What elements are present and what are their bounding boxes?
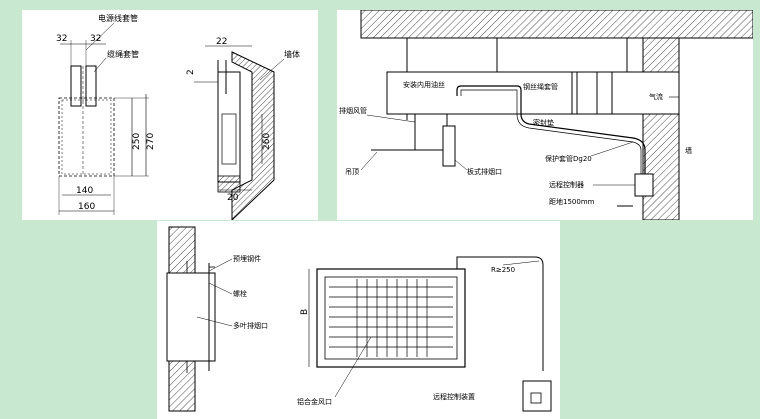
label-steel-tube: 钢丝绳套管 (523, 82, 558, 91)
outlet-face-drawing: 预埋钢件 螺栓 多叶排烟口 B 铝合金风口 (166, 226, 552, 412)
side-view-body (217, 71, 241, 183)
dim-270: 270 (146, 133, 156, 150)
label-radius: R≥250 (491, 266, 515, 274)
plate-outlet-shape (442, 125, 456, 167)
dim-140: 140 (76, 186, 93, 196)
installation-section-drawing: 安装内用油丝 钢丝绳套管 排烟风管 气流 密封垫 保护套管Dg20 墙 吊顶 板… (339, 10, 753, 220)
label-ceiling: 吊顶 (345, 168, 359, 176)
power-tube-shape (70, 65, 82, 107)
dim-right-32: 32 (90, 34, 101, 44)
label-remote-controller: 远程控制器 (549, 180, 584, 189)
dim-260: 260 (262, 133, 272, 150)
label-wall-2: 墙 (685, 146, 692, 155)
outlet-grille (329, 279, 453, 357)
panel-outlet-dimensions: 32 32 电源线套管 缆绳套管 250 270 140 160 22 墙体 2 (22, 10, 318, 220)
dim-20: 20 (227, 193, 239, 203)
outlet-dimension-drawing: 32 32 电源线套管 缆绳套管 250 270 140 160 22 墙体 2 (56, 13, 300, 220)
label-embedded-part: 预埋钢件 (233, 254, 261, 263)
remote-device-box (522, 380, 552, 412)
label-height-note: 距地1500mm (549, 197, 595, 206)
dim-b: B (300, 309, 310, 315)
panel-installation-section: 安装内用油丝 钢丝绳套管 排烟风管 气流 密封垫 保护套管Dg20 墙 吊顶 板… (337, 10, 753, 220)
cable-tube-path (456, 85, 646, 186)
dim-22: 22 (216, 37, 227, 47)
front-view-outline (58, 97, 115, 177)
label-remote-device: 远程控制装置 (433, 392, 475, 401)
label-wall-1: 墙体 (284, 49, 300, 59)
smoke-duct (386, 71, 680, 115)
dim-160: 160 (78, 202, 95, 212)
label-plate-outlet: 板式排烟口 (467, 167, 502, 176)
dim-250: 250 (132, 133, 142, 150)
label-protective-tube: 保护套管Dg20 (545, 154, 592, 163)
label-bolt: 螺栓 (233, 289, 247, 298)
label-cable-fixing: 安装内用油丝 (403, 80, 445, 89)
label-power-tube: 电源线套管 (98, 13, 138, 23)
label-smoke-duct: 排烟风管 (339, 106, 367, 115)
ceiling-slab (360, 10, 753, 39)
remote-cable (456, 256, 544, 371)
alloy-outlet-face (316, 268, 466, 368)
label-multi-blade-outlet: 多叶排烟口 (233, 321, 268, 330)
label-airflow: 气流 (649, 92, 663, 101)
panel-outlet-face: 预埋钢件 螺栓 多叶排烟口 B 铝合金风口 (157, 221, 560, 419)
label-cable-tube: 缆绳套管 (107, 49, 139, 59)
dim-2: 2 (186, 69, 196, 75)
label-seal: 密封垫 (533, 118, 554, 127)
label-alloy-outlet: 铝合金风口 (297, 397, 332, 406)
dim-left-32: 32 (56, 34, 67, 44)
cable-tube-shape (85, 65, 97, 107)
multi-blade-outlet-shape (166, 272, 216, 362)
remote-controller-box (634, 173, 654, 197)
